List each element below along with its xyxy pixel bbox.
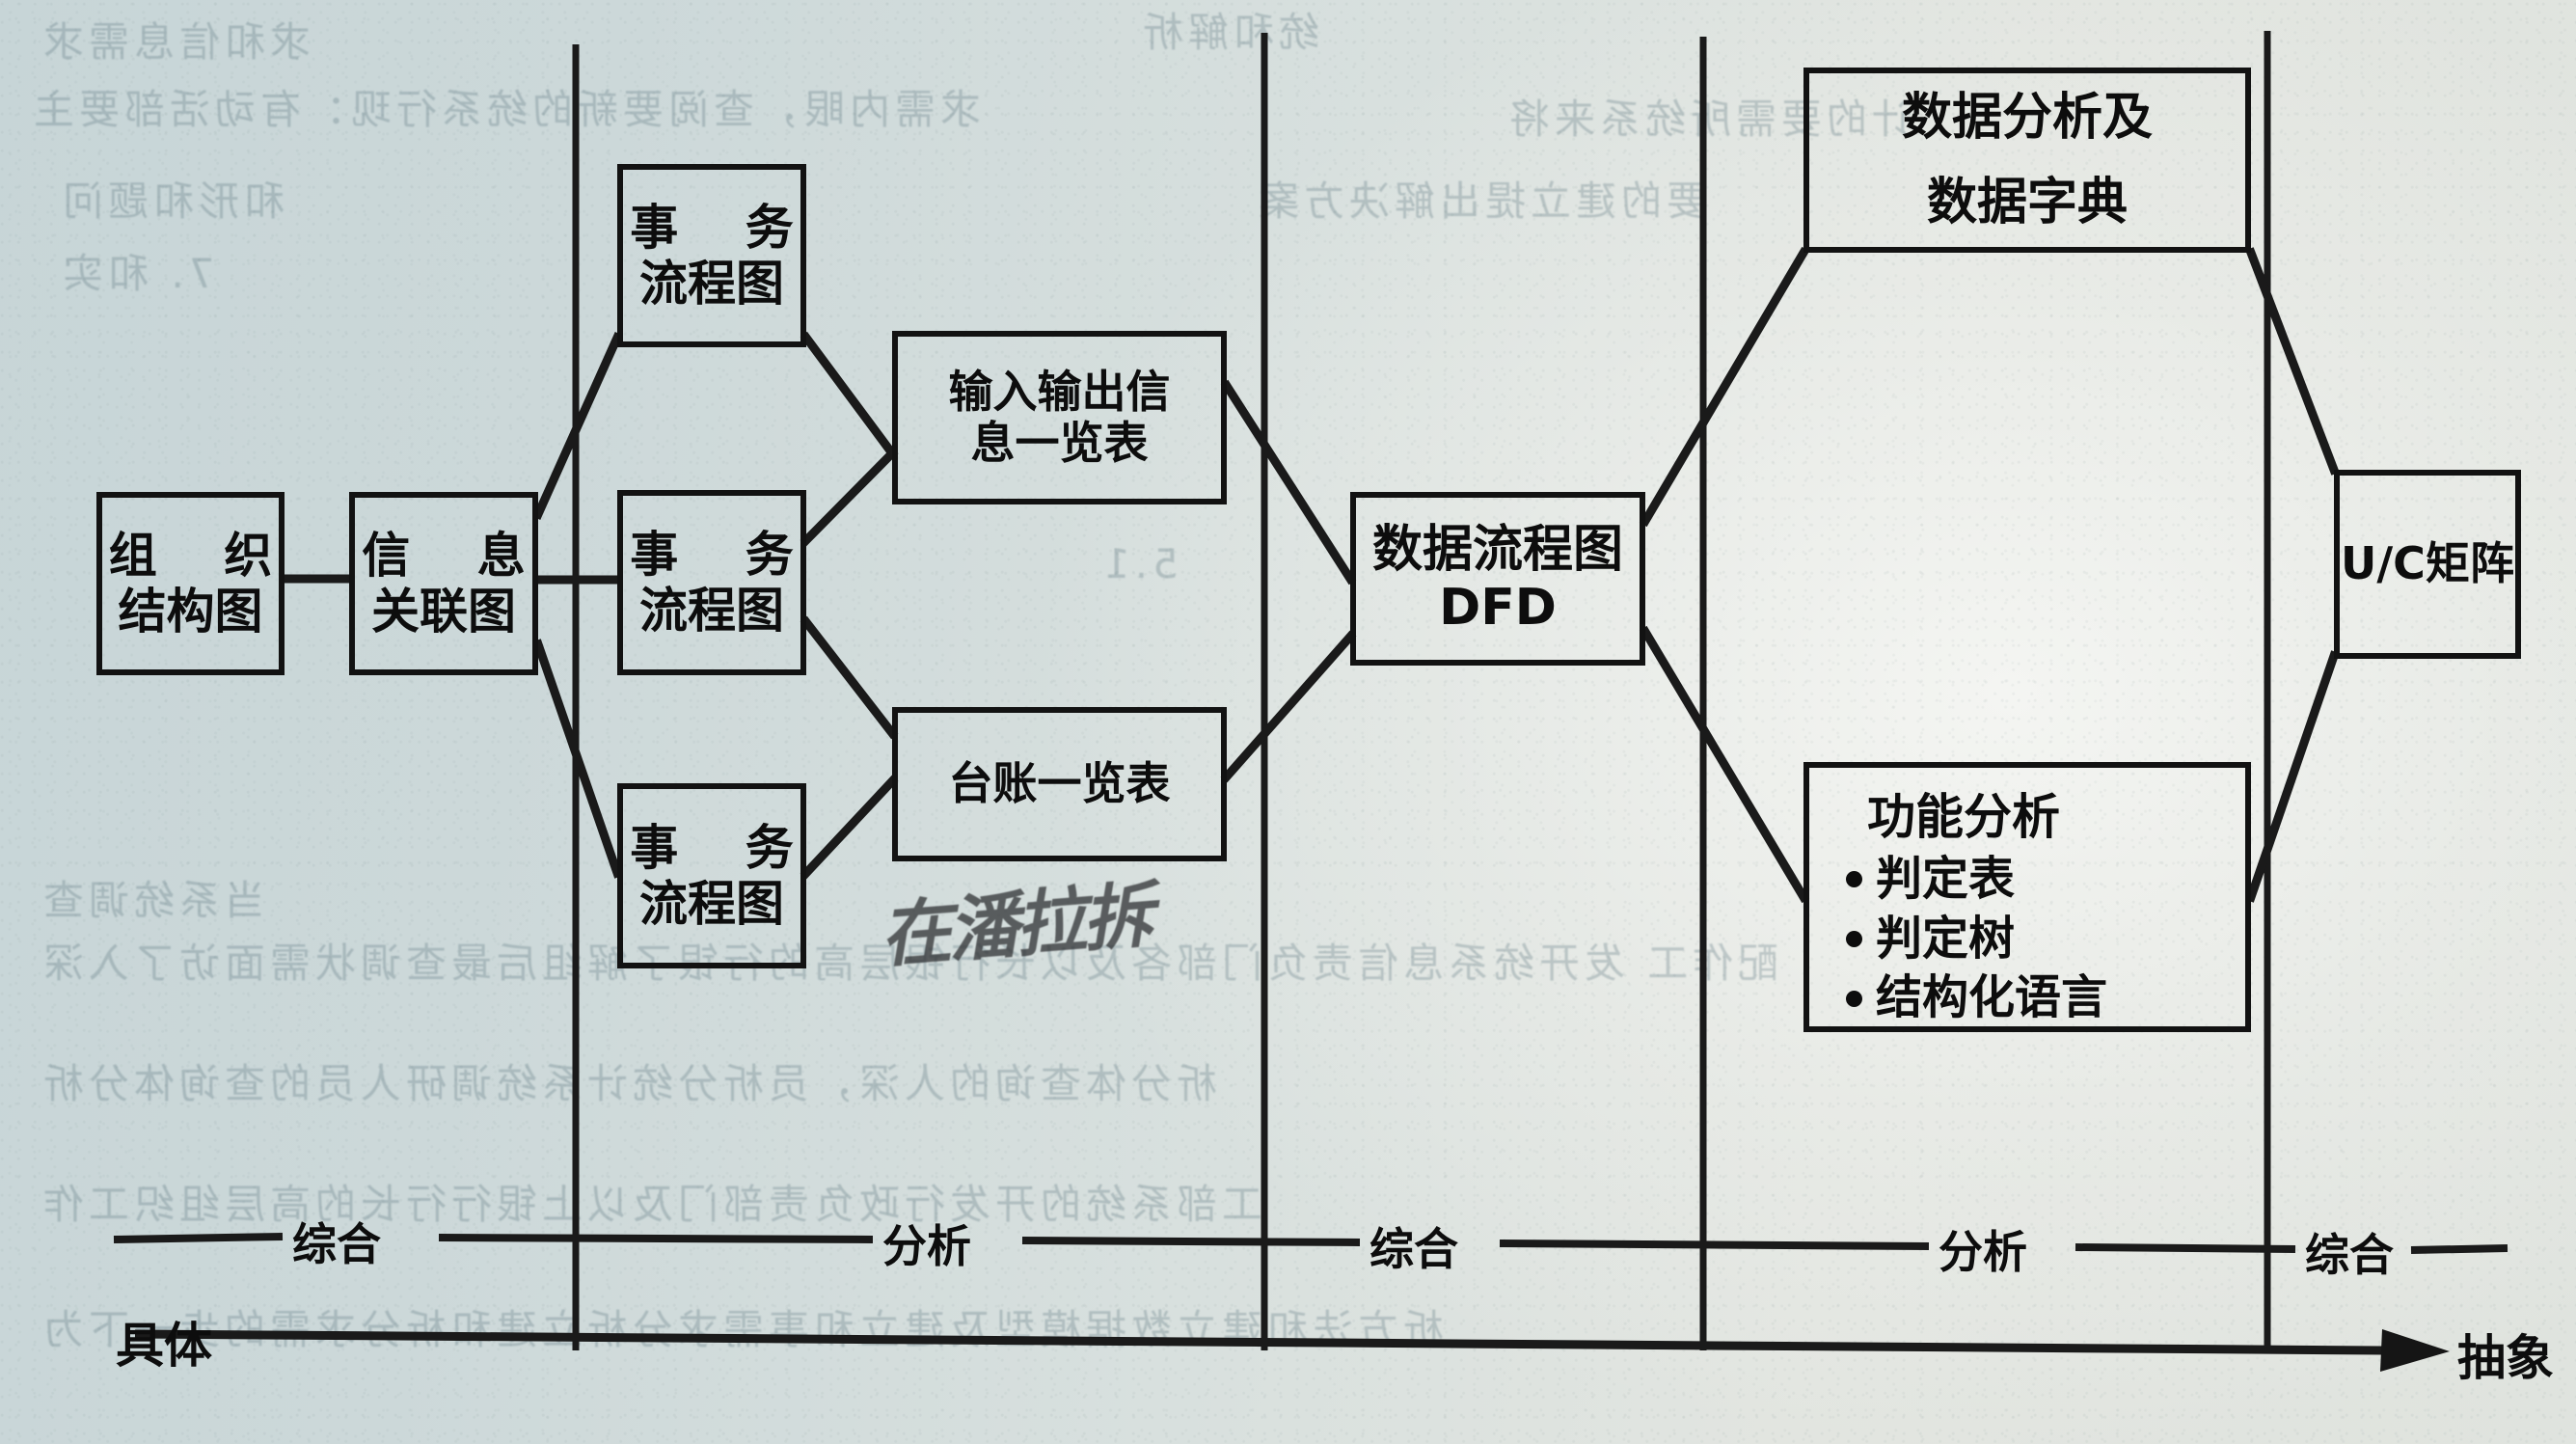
link-io-to-dfd [1220, 379, 1357, 586]
node-business-flow-2-line-1: 流程图 [639, 583, 784, 639]
link-dfd-to-data-analysis [1639, 246, 1810, 528]
node-io-info-list[interactable]: 输入输出信 息一览表 [892, 331, 1227, 504]
node-ledger-list[interactable]: 台账一览表 [892, 707, 1227, 861]
function-analysis-item-0[interactable]: 判定表 [1846, 852, 2107, 907]
link-flow3-to-ledger [800, 775, 899, 880]
node-data-analysis-line-1: 数据字典 [1926, 174, 2128, 232]
node-io-info-list-line-0: 输入输出信 [948, 365, 1171, 418]
stage-rule-seg-1 [113, 1233, 284, 1243]
stage-label-1: 分析 [882, 1220, 971, 1272]
node-org-chart-line-1: 结构图 [118, 584, 263, 640]
node-business-flow-1-line-0: 事 务 [630, 200, 819, 256]
link-ledger-to-dfd [1220, 630, 1357, 783]
axis-left-label: 具体 [116, 1318, 212, 1374]
function-analysis-item-2-label: 结构化语言 [1876, 970, 2108, 1025]
node-business-flow-2[interactable]: 事 务 流程图 [617, 490, 806, 675]
stage-rule-seg-6 [2410, 1244, 2508, 1254]
bullet-icon [1846, 990, 1862, 1007]
stage-rule-seg-5 [2074, 1243, 2296, 1253]
node-dfd-line-0: 数据流程图 [1371, 520, 1623, 579]
function-analysis-list: 判定表 判定树 结构化语言 [1846, 847, 2107, 1031]
stage-rule-seg-4 [1499, 1240, 1930, 1250]
link-data-analysis-to-uc [2245, 247, 2340, 476]
axis-right-label: 抽象 [2457, 1330, 2554, 1386]
function-analysis-item-2[interactable]: 结构化语言 [1846, 971, 2107, 1025]
stage-rule-seg-3 [1021, 1237, 1361, 1246]
link-info-to-flow1 [532, 332, 623, 520]
function-analysis-item-1-label: 判定树 [1876, 911, 2016, 966]
link-function-analysis-to-uc [2245, 650, 2340, 903]
stage-label-0: 综合 [292, 1218, 381, 1270]
bullet-icon [1846, 871, 1862, 888]
node-business-flow-1[interactable]: 事 务 流程图 [617, 164, 806, 347]
node-function-analysis[interactable]: 功能分析 判定表 判定树 结构化语言 [1803, 762, 2251, 1032]
node-business-flow-2-line-0: 事 务 [630, 527, 819, 583]
bullet-icon [1846, 931, 1862, 947]
node-data-analysis[interactable]: 数据分析及 数据字典 [1803, 68, 2251, 253]
node-info-relation-line-0: 信 息 [362, 528, 551, 584]
stage-rule-seg-2 [438, 1234, 874, 1243]
link-flow2-to-io [800, 447, 899, 547]
node-org-chart[interactable]: 组 织 结构图 [96, 492, 285, 675]
link-flow2-to-ledger [800, 615, 899, 740]
node-data-analysis-line-0: 数据分析及 [1901, 88, 2153, 147]
node-io-info-list-line-1: 息一览表 [970, 417, 1149, 469]
abstraction-axis [134, 1329, 2383, 1355]
link-flow1-to-io [800, 331, 899, 460]
node-info-relation-line-1: 关联图 [371, 584, 516, 640]
stage-label-3: 分析 [1939, 1226, 2027, 1278]
link-dfd-to-function-analysis [1639, 625, 1810, 904]
stage-label-2: 综合 [1369, 1223, 1458, 1275]
link-info-to-flow3 [532, 639, 623, 879]
axis-arrowhead [2380, 1329, 2450, 1372]
node-dfd[interactable]: 数据流程图 DFD [1350, 492, 1645, 666]
function-analysis-item-1[interactable]: 判定树 [1846, 911, 2107, 967]
stage-label-4: 综合 [2305, 1229, 2394, 1281]
node-uc-matrix[interactable]: U/C矩阵 [2334, 470, 2521, 659]
node-uc-matrix-line-0: U/C矩阵 [2341, 537, 2514, 590]
node-business-flow-1-line-1: 流程图 [639, 256, 784, 312]
node-info-relation[interactable]: 信 息 关联图 [349, 492, 538, 675]
node-dfd-line-1: DFD [1439, 579, 1557, 637]
function-analysis-item-0-label: 判定表 [1876, 852, 2016, 906]
node-ledger-list-line-0: 台账一览表 [948, 757, 1171, 810]
node-org-chart-line-0: 组 织 [108, 528, 298, 584]
node-business-flow-3-line-0: 事 务 [630, 820, 819, 876]
function-analysis-heading: 功能分析 [1867, 789, 2060, 845]
node-business-flow-3[interactable]: 事 务 流程图 [617, 783, 806, 968]
node-business-flow-3-line-1: 流程图 [639, 876, 784, 932]
